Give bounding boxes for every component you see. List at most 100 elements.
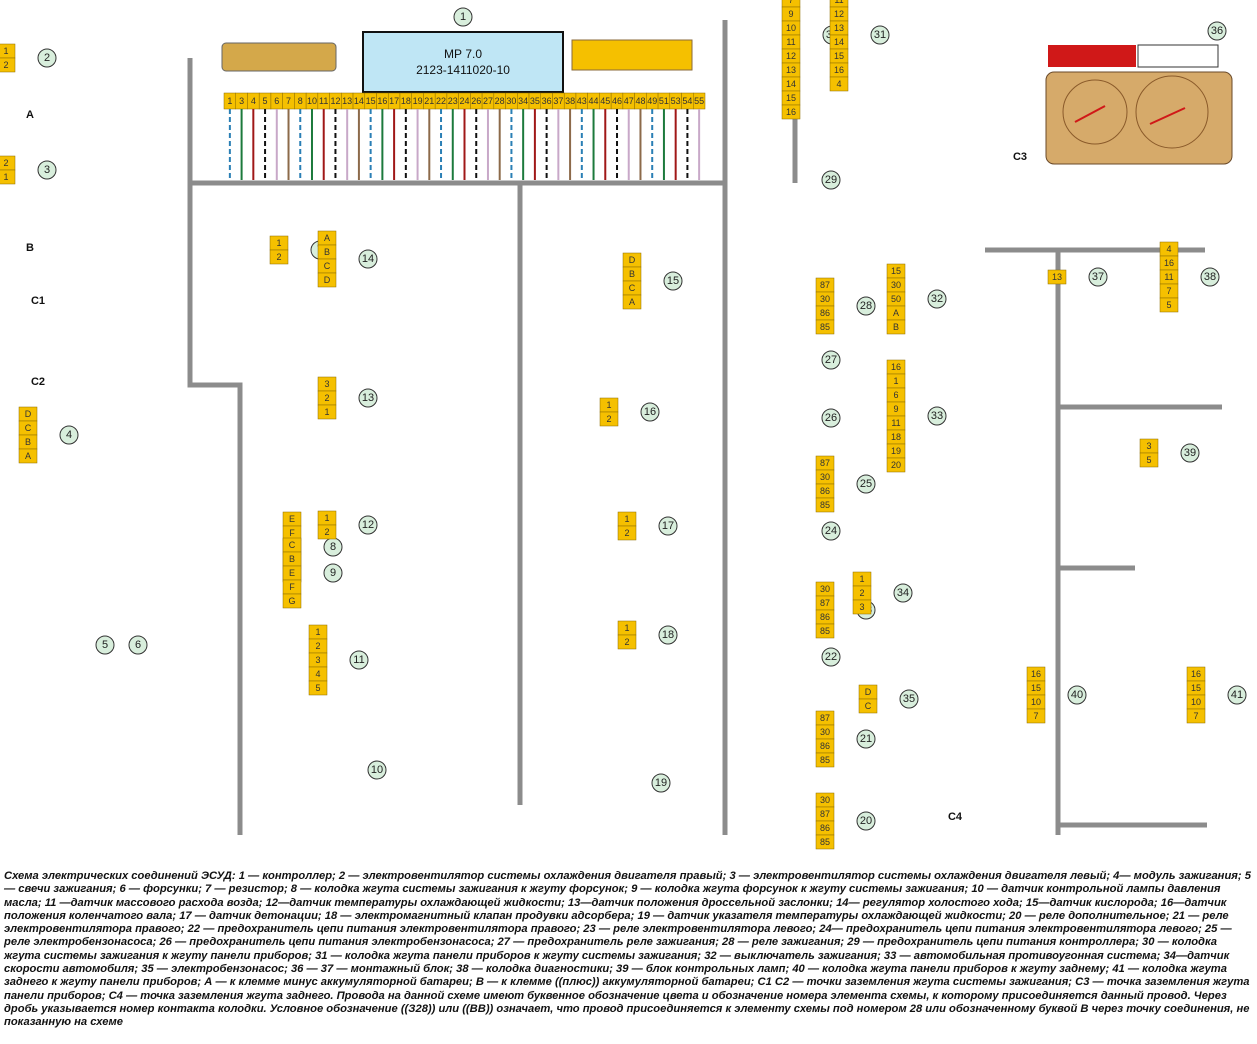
svg-text:16: 16 xyxy=(1031,669,1041,679)
svg-text:86: 86 xyxy=(820,741,830,751)
callout-27: 27 xyxy=(821,350,841,370)
connector-pin: 87 xyxy=(815,806,835,822)
svg-text:14: 14 xyxy=(834,37,844,47)
svg-text:A: A xyxy=(25,451,31,461)
svg-text:86: 86 xyxy=(820,308,830,318)
svg-text:1: 1 xyxy=(227,96,232,106)
svg-text:A: A xyxy=(324,233,330,243)
svg-text:20: 20 xyxy=(860,815,872,827)
svg-text:18: 18 xyxy=(662,629,674,641)
connector-pin: 3 xyxy=(317,376,337,392)
svg-text:16: 16 xyxy=(1164,258,1174,268)
ecu-pin: 43 xyxy=(575,92,588,180)
connector-pin: 16 xyxy=(1026,666,1046,682)
svg-text:12: 12 xyxy=(786,51,796,61)
callout-19: 19 xyxy=(651,773,671,793)
svg-text:87: 87 xyxy=(820,280,830,290)
svg-text:4: 4 xyxy=(66,429,72,441)
svg-text:1: 1 xyxy=(3,46,8,56)
ground-label-a: A xyxy=(26,109,34,121)
connector-pin: 15 xyxy=(886,263,906,279)
svg-text:C: C xyxy=(289,540,296,550)
svg-text:16: 16 xyxy=(377,96,387,106)
instrument-cluster xyxy=(1045,71,1233,165)
svg-text:12: 12 xyxy=(362,519,374,531)
svg-text:A: A xyxy=(893,308,899,318)
callout-29: 29 xyxy=(821,170,841,190)
ecu-pin: 14 xyxy=(352,92,366,180)
connector-pin: 30 xyxy=(886,277,906,293)
svg-text:17: 17 xyxy=(389,96,399,106)
connector-pin: 16 xyxy=(781,104,801,120)
connector-pin: 7 xyxy=(781,0,801,8)
svg-text:F: F xyxy=(289,582,295,592)
connector-pin: 15 xyxy=(829,48,849,64)
ecu-pin: 34 xyxy=(517,92,530,180)
callout-6: 6 xyxy=(128,635,148,655)
ecu-pin: 47 xyxy=(622,92,635,180)
svg-text:43: 43 xyxy=(577,96,587,106)
svg-text:18: 18 xyxy=(401,96,411,106)
svg-text:1: 1 xyxy=(624,514,629,524)
svg-text:40: 40 xyxy=(1071,689,1083,701)
svg-text:6: 6 xyxy=(274,96,279,106)
ecu-pin: 27 xyxy=(481,92,495,180)
ecu-pin: 38 xyxy=(563,92,577,180)
connector-pin: 1 xyxy=(886,373,906,389)
ecu-pin: 8 xyxy=(294,92,307,180)
svg-text:49: 49 xyxy=(647,96,657,106)
connector-pin: F xyxy=(282,579,302,595)
ecu-left-connector xyxy=(221,42,337,72)
connector-pin: C xyxy=(282,537,302,553)
connector-pin: 2 xyxy=(617,634,637,650)
connector-pin: 19 xyxy=(886,443,906,459)
svg-text:50: 50 xyxy=(891,294,901,304)
connector-pin: 13 xyxy=(781,62,801,78)
svg-text:1: 1 xyxy=(893,376,898,386)
svg-text:55: 55 xyxy=(694,96,704,106)
connector-pin: 86 xyxy=(815,738,835,754)
svg-text:11: 11 xyxy=(834,0,843,5)
ecu-pin: 15 xyxy=(364,92,377,180)
svg-text:9: 9 xyxy=(893,404,898,414)
connector-pin: D xyxy=(18,406,38,422)
svg-text:2: 2 xyxy=(3,60,8,70)
connector-pin: 2 xyxy=(599,411,619,427)
svg-text:B: B xyxy=(893,322,899,332)
svg-text:54: 54 xyxy=(682,96,692,106)
svg-text:85: 85 xyxy=(820,500,830,510)
connector-pin: 4 xyxy=(829,76,849,92)
ecu-pin: 13 xyxy=(341,92,354,180)
svg-text:13: 13 xyxy=(1052,272,1062,282)
svg-text:B: B xyxy=(289,554,295,564)
svg-text:35: 35 xyxy=(903,693,915,705)
connector-pin: 1 xyxy=(317,404,337,420)
svg-text:38: 38 xyxy=(1204,271,1216,283)
svg-text:85: 85 xyxy=(820,755,830,765)
svg-text:46: 46 xyxy=(612,96,622,106)
svg-text:7: 7 xyxy=(286,96,291,106)
connector-pin: 3 xyxy=(1139,438,1159,454)
ecu-pin: 49 xyxy=(646,92,659,180)
svg-text:16: 16 xyxy=(644,406,656,418)
svg-text:15: 15 xyxy=(667,275,679,287)
svg-text:D: D xyxy=(25,409,32,419)
connector-pin: 1 xyxy=(0,169,16,185)
svg-text:31: 31 xyxy=(874,29,886,41)
svg-text:87: 87 xyxy=(820,458,830,468)
connector-pin: 87 xyxy=(815,595,835,611)
connector-pin: 2 xyxy=(317,524,337,540)
svg-text:2: 2 xyxy=(324,527,329,537)
svg-text:F: F xyxy=(289,528,295,538)
svg-text:27: 27 xyxy=(825,354,837,366)
svg-text:28: 28 xyxy=(495,96,505,106)
ecu-pin: 44 xyxy=(587,92,600,180)
connector-pin: 16 xyxy=(829,62,849,78)
svg-text:8: 8 xyxy=(298,96,303,106)
svg-text:15: 15 xyxy=(786,93,796,103)
svg-text:D: D xyxy=(629,255,636,265)
connector-pin: F xyxy=(282,525,302,541)
